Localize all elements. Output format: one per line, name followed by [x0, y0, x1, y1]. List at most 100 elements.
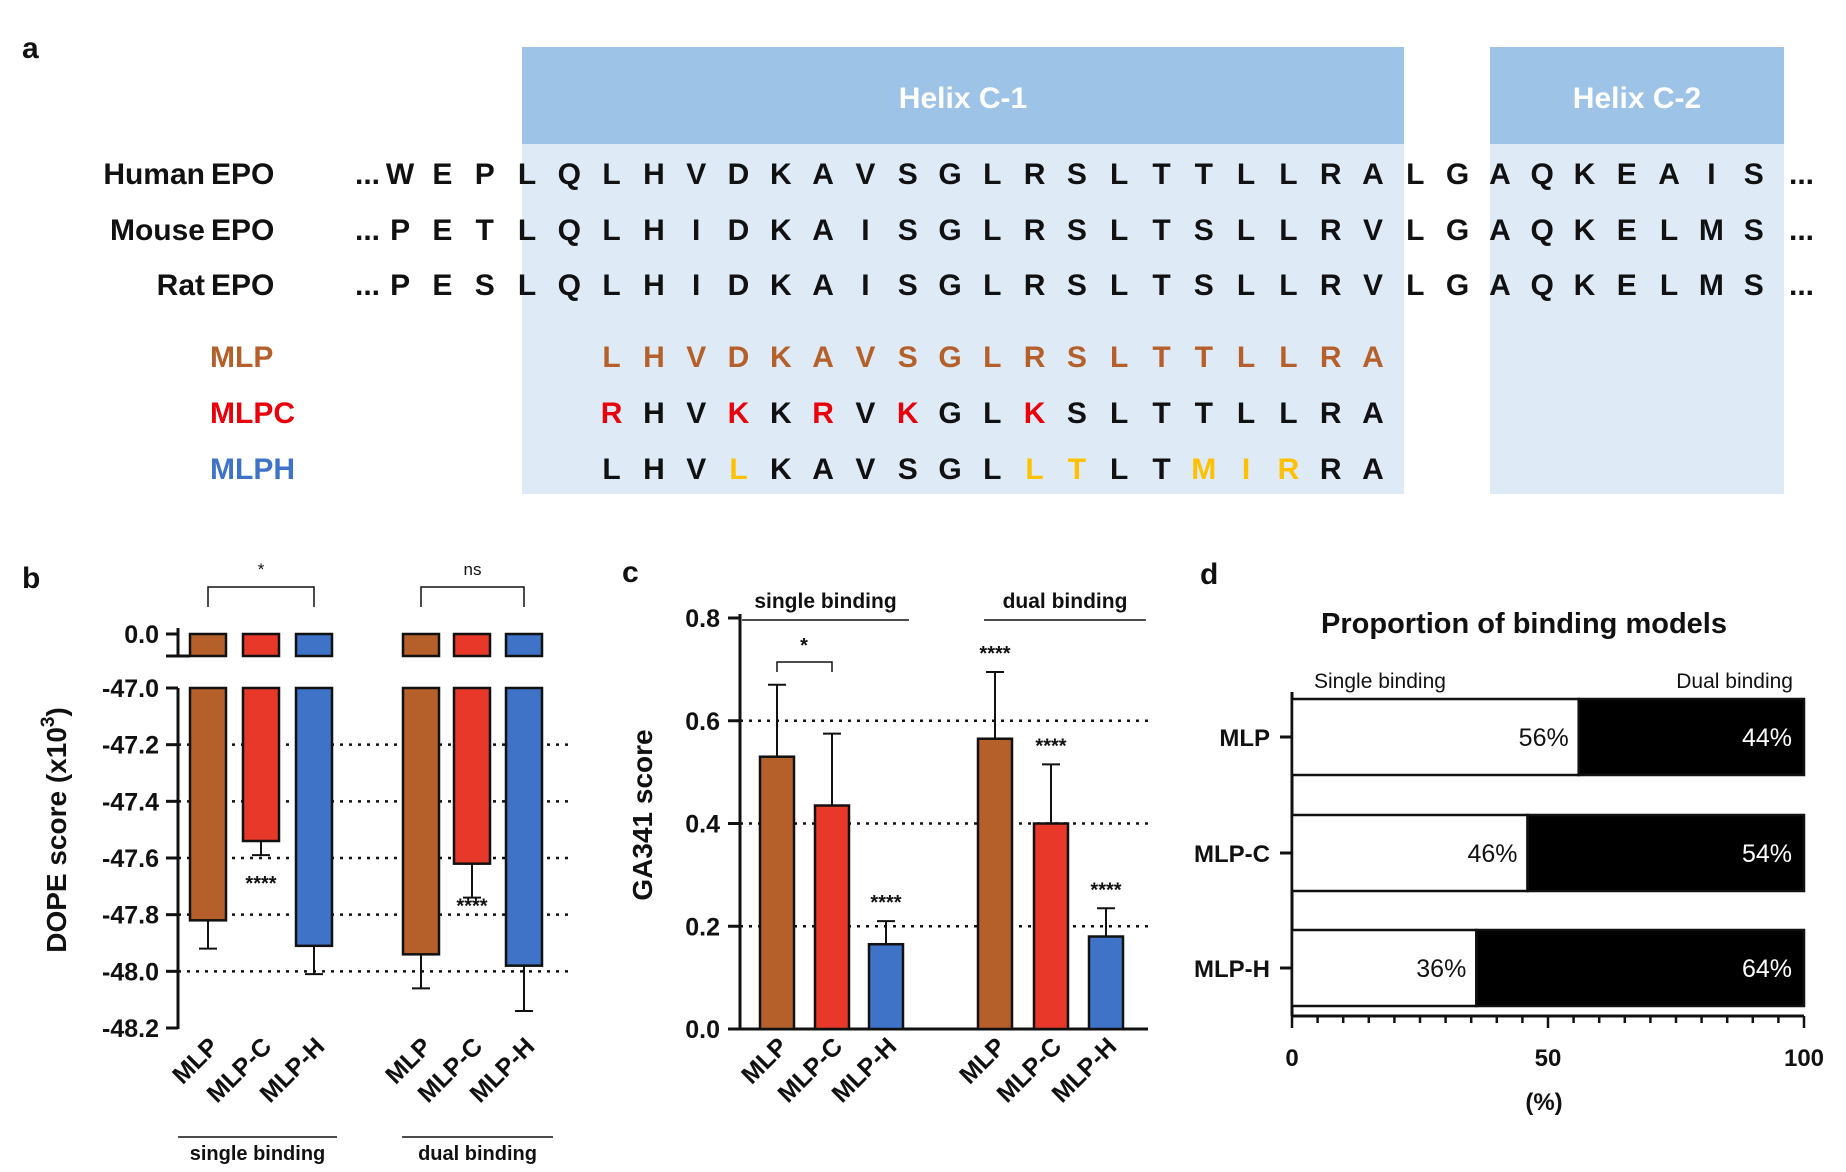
- residue: A: [812, 158, 834, 191]
- residue: Q: [558, 158, 581, 191]
- y-tick-label: 0.6: [685, 708, 720, 736]
- single-binding-percent: 46%: [1467, 840, 1517, 868]
- peptide-residue: K: [1024, 397, 1046, 430]
- group-label: single binding: [190, 1143, 326, 1165]
- peptide-residue: G: [938, 341, 961, 374]
- panel-c: c GA341 score 0.00.20.40.60.8MLPMLP-C***…: [622, 556, 1148, 1108]
- residue: L: [602, 158, 620, 191]
- peptide-residue: H: [643, 397, 665, 430]
- residue: A: [1489, 158, 1511, 191]
- bar: [452, 686, 492, 865]
- peptide-residue: T: [1152, 397, 1170, 430]
- residue: K: [1574, 158, 1596, 191]
- comparison-bracket: [776, 661, 833, 672]
- bar-stub: [401, 632, 441, 658]
- dual-binding-percent: 64%: [1742, 955, 1792, 983]
- single-binding-percent: 56%: [1519, 724, 1569, 752]
- y-tick-label: MLP-C: [1194, 841, 1270, 868]
- panel-d: d Proportion of binding models Single bi…: [1194, 558, 1824, 1116]
- x-tick-label: 0: [1285, 1045, 1298, 1072]
- residue: E: [432, 214, 452, 247]
- bar: [188, 686, 228, 922]
- y-tick-label: MLP: [1219, 725, 1270, 752]
- residue: G: [938, 214, 961, 247]
- peptide-residue: A: [1362, 341, 1384, 374]
- ga341-y-axis-label: GA341 score: [627, 729, 658, 900]
- peptide-residue: A: [812, 453, 834, 486]
- y-tick-label: -48.0: [102, 958, 159, 986]
- residue: T: [1152, 269, 1170, 302]
- bar: [813, 804, 851, 1031]
- peptide-residue: R: [1320, 341, 1342, 374]
- group-label: single binding: [754, 590, 896, 613]
- peptide-residue: A: [1362, 397, 1384, 430]
- bar: [241, 686, 281, 843]
- legend-single-binding: Single binding: [1314, 670, 1446, 693]
- residue: S: [475, 269, 495, 302]
- residue: L: [1237, 214, 1255, 247]
- peptide-residue: V: [686, 341, 706, 374]
- residue: L: [1406, 158, 1424, 191]
- peptide-residue: T: [1152, 341, 1170, 374]
- residue: H: [643, 158, 665, 191]
- bar: [401, 686, 441, 956]
- residue: R: [1320, 269, 1342, 302]
- residue: A: [1658, 158, 1680, 191]
- peptide-residue: A: [812, 341, 834, 374]
- residue: E: [1617, 214, 1637, 247]
- sequence-ellipsis: ...: [355, 269, 380, 302]
- residue: L: [1406, 269, 1424, 302]
- dual-binding-percent: 44%: [1742, 724, 1792, 752]
- species-name: Mouse: [110, 214, 205, 247]
- ga341-plot: 0.00.20.40.60.8MLPMLP-C****MLP-H****MLP*…: [685, 590, 1148, 1108]
- dope-y-axis-label: DOPE score (x103): [38, 707, 72, 953]
- panel-d-label: d: [1200, 558, 1218, 591]
- residue: S: [1067, 158, 1087, 191]
- residue: R: [1024, 158, 1046, 191]
- residue: I: [861, 269, 869, 302]
- residue: R: [1320, 158, 1342, 191]
- residue: S: [1067, 214, 1087, 247]
- x-tick-label: 50: [1535, 1045, 1562, 1072]
- helix-c2-header: [1490, 47, 1784, 144]
- peptide-residue: M: [1191, 453, 1216, 486]
- sequence-ellipsis: ...: [355, 214, 380, 247]
- bar-single-binding: [1290, 697, 1580, 777]
- peptide-name: MLPC: [210, 397, 295, 430]
- single-binding-percent: 36%: [1416, 955, 1466, 983]
- residue: P: [390, 269, 410, 302]
- residue: I: [692, 214, 700, 247]
- residue: H: [643, 214, 665, 247]
- species-name: Human: [103, 158, 205, 191]
- peptide-residue: H: [643, 341, 665, 374]
- residue: T: [1195, 158, 1213, 191]
- peptide-residue: R: [601, 397, 623, 430]
- bar-single-binding: [1290, 928, 1478, 1008]
- bar: [758, 755, 796, 1031]
- peptide-residue: V: [855, 397, 875, 430]
- residue: S: [1744, 158, 1764, 191]
- bar: [294, 686, 334, 948]
- significance-stars: ****: [870, 892, 901, 914]
- comparison-label: *: [800, 635, 808, 657]
- residue: Q: [558, 214, 581, 247]
- peptide-residue: L: [729, 453, 747, 486]
- residue: T: [1152, 158, 1170, 191]
- peptide-residue: K: [770, 397, 792, 430]
- peptide-residue: L: [983, 453, 1001, 486]
- residue: V: [1363, 269, 1383, 302]
- residue: A: [1489, 269, 1511, 302]
- sequence-ellipsis: ...: [1789, 214, 1814, 247]
- residue: S: [1067, 269, 1087, 302]
- peptide-residue: T: [1068, 453, 1086, 486]
- residue: G: [938, 158, 961, 191]
- residue: K: [1574, 269, 1596, 302]
- residue: L: [1110, 214, 1128, 247]
- residue: L: [1660, 214, 1678, 247]
- peptide-residue: V: [686, 453, 706, 486]
- residue: S: [1194, 269, 1214, 302]
- peptide-residue: R: [812, 397, 834, 430]
- comparison-label: ns: [464, 560, 482, 579]
